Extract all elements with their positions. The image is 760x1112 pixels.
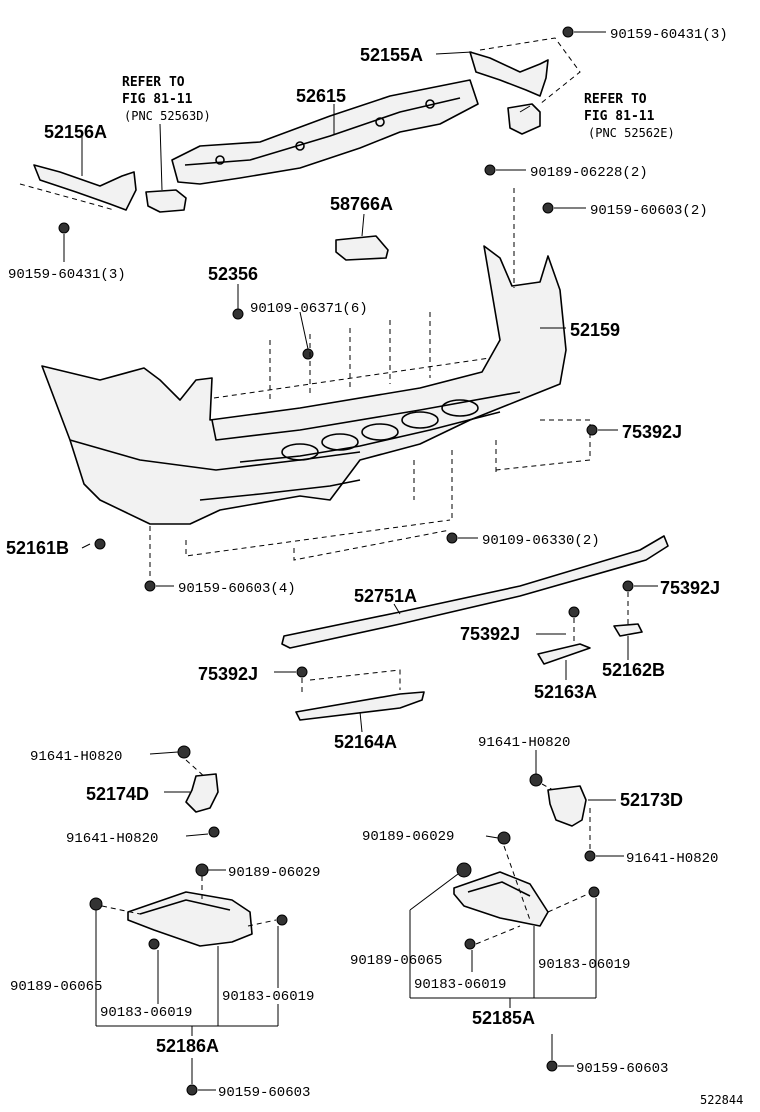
label-52159: 52159	[570, 320, 620, 340]
molding-52164A	[295, 691, 425, 721]
label-90183-06019-b: 90183-06019	[100, 1005, 192, 1021]
clip-icon	[497, 831, 511, 845]
screw-icon	[177, 745, 191, 759]
label-90189-06065-b: 90189-06065	[350, 953, 442, 969]
clip-icon	[622, 580, 634, 592]
label-52185A: 52185A	[472, 1008, 535, 1028]
bolt-icon	[542, 202, 554, 214]
label-90189-06029-a: 90189-06029	[362, 829, 454, 845]
clip-icon	[588, 886, 600, 898]
label-52161B: 52161B	[6, 538, 69, 558]
label-90189-06065-a: 90189-06065	[10, 979, 102, 995]
cover-52185A	[453, 871, 549, 927]
clip-icon	[568, 606, 580, 618]
bolt-icon	[302, 348, 314, 360]
refer-right-line2: FIG 81-11	[584, 109, 655, 124]
clip-icon	[586, 424, 598, 436]
clip-icon	[89, 897, 103, 911]
label-90183-06019-a: 90183-06019	[222, 989, 314, 1005]
cover-52186A	[127, 891, 253, 947]
label-90159-60431-left: 90159-60431(3)	[8, 267, 126, 283]
label-90109-06371: 90109-06371(6)	[250, 301, 368, 317]
label-75392J-b: 75392J	[660, 578, 720, 598]
label-90159-60603-2: 90159-60603(2)	[590, 203, 708, 219]
bolt-icon	[58, 222, 70, 234]
label-90183-06019-c: 90183-06019	[538, 957, 630, 973]
mudguard-52174D	[185, 773, 219, 813]
label-52164A: 52164A	[334, 732, 397, 752]
molding-52751A	[281, 535, 669, 649]
screw-icon	[529, 773, 543, 787]
bolt-icon	[562, 26, 574, 38]
molding-52162B	[613, 623, 643, 637]
reinforcement-52615	[171, 79, 479, 185]
bolt-icon	[546, 1060, 558, 1072]
label-52186A: 52186A	[156, 1036, 219, 1056]
retainer-52155A	[469, 51, 549, 97]
bolt-icon	[446, 532, 458, 544]
label-90109-06330: 90109-06330(2)	[482, 533, 600, 549]
bracket-52563D	[145, 189, 187, 213]
label-52162B: 52162B	[602, 660, 665, 680]
label-90189-06228: 90189-06228(2)	[530, 165, 648, 181]
diagram-id: 522844	[700, 1093, 743, 1107]
label-91641-H0820-b: 91641-H0820	[478, 735, 570, 751]
clip-icon	[464, 938, 476, 950]
clip-icon	[296, 666, 308, 678]
screw-icon	[208, 826, 220, 838]
bolt-icon	[186, 1084, 198, 1096]
bracket-52562E	[507, 103, 541, 135]
label-75392J-a: 75392J	[622, 422, 682, 442]
label-90183-06019-d: 90183-06019	[414, 977, 506, 993]
label-75392J-d: 75392J	[198, 664, 258, 684]
label-91641-H0820-a: 91641-H0820	[30, 749, 122, 765]
label-52751A: 52751A	[354, 586, 417, 606]
label-90159-60603-d: 90159-60603	[576, 1061, 668, 1077]
bumper-cover-52159	[41, 245, 567, 525]
molding-52163A	[537, 643, 591, 665]
refer-left-line2: FIG 81-11	[122, 92, 193, 107]
label-90159-60431-top: 90159-60431(3)	[610, 27, 728, 43]
pad-58766A	[335, 235, 389, 261]
label-91641-H0820-c: 91641-H0820	[66, 831, 158, 847]
label-52615: 52615	[296, 86, 346, 106]
clip-icon	[94, 538, 106, 550]
screw-icon	[584, 850, 596, 862]
retainer-52156A	[33, 164, 137, 211]
refer-left-line1: REFER TO	[122, 75, 185, 90]
label-52155A: 52155A	[360, 45, 423, 65]
mudguard-52173D	[547, 785, 587, 827]
label-52174D: 52174D	[86, 784, 149, 804]
label-58766A: 58766A	[330, 194, 393, 214]
clip-icon	[484, 164, 496, 176]
label-52356: 52356	[208, 264, 258, 284]
clip-icon	[195, 863, 209, 877]
label-52173D: 52173D	[620, 790, 683, 810]
clip-icon	[456, 862, 472, 878]
clip-icon	[148, 938, 160, 950]
label-75392J-c: 75392J	[460, 624, 520, 644]
label-52163A: 52163A	[534, 682, 597, 702]
label-90159-60603-c: 90159-60603	[218, 1085, 310, 1101]
label-91641-H0820-d: 91641-H0820	[626, 851, 718, 867]
bolt-icon	[144, 580, 156, 592]
label-52156A: 52156A	[44, 122, 107, 142]
refer-right-line3: (PNC 52562E)	[588, 126, 675, 140]
clip-icon	[276, 914, 288, 926]
label-90189-06029-b: 90189-06029	[228, 865, 320, 881]
refer-right-line1: REFER TO	[584, 92, 647, 107]
nut-icon	[232, 308, 244, 320]
label-90159-60603-4: 90159-60603(4)	[178, 581, 296, 597]
refer-left-line3: (PNC 52563D)	[124, 109, 211, 123]
